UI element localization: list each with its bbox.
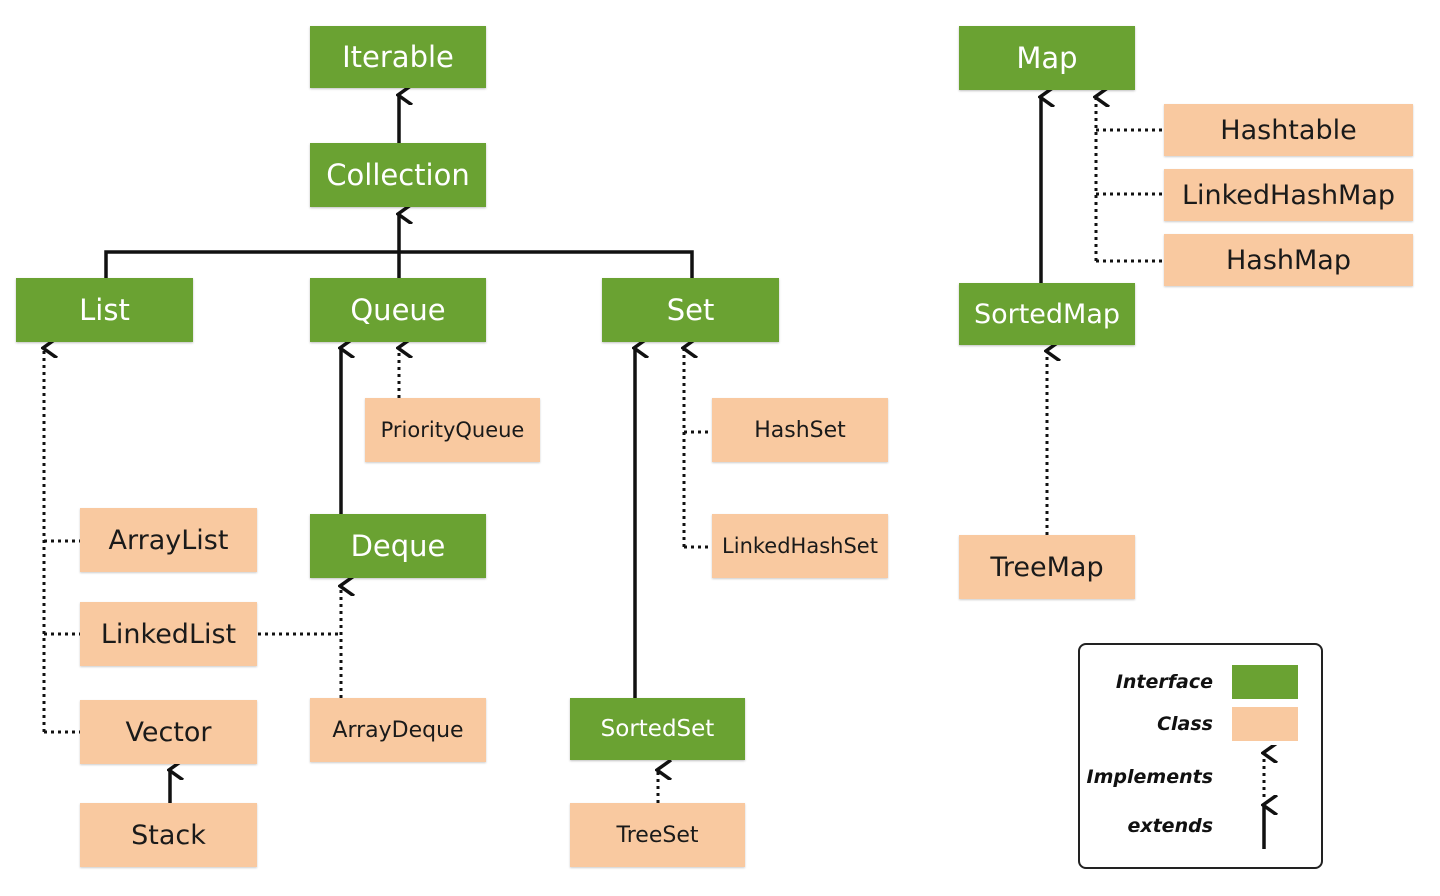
- legend-interface-swatch: [1232, 665, 1298, 699]
- arraylist-node: ArrayList: [80, 508, 257, 572]
- legend: Interface Class Implements extends: [1078, 643, 1323, 869]
- arraydeque-node: ArrayDeque: [310, 698, 486, 762]
- treeset-node: TreeSet: [570, 803, 745, 867]
- priorityqueue-node: PriorityQueue: [365, 398, 540, 462]
- sortedmap-node: SortedMap: [959, 283, 1135, 345]
- iterable-node: Iterable: [310, 26, 486, 88]
- collection-node: Collection: [310, 143, 486, 207]
- deque-node: Deque: [310, 514, 486, 578]
- sortedset-node: SortedSet: [570, 698, 745, 760]
- linkedlist-node: LinkedList: [80, 602, 257, 666]
- hashtable-node: Hashtable: [1164, 104, 1413, 156]
- stack-node: Stack: [80, 803, 257, 867]
- queue-node: Queue: [310, 278, 486, 342]
- legend-extends-label: extends: [1127, 815, 1213, 837]
- legend-implements-label: Implements: [1086, 766, 1213, 788]
- linkedhashmap-node: LinkedHashMap: [1164, 169, 1413, 221]
- legend-interface-label: Interface: [1115, 671, 1213, 693]
- legend-class-label: Class: [1157, 713, 1213, 735]
- map-node: Map: [959, 26, 1135, 90]
- hashmap-node: HashMap: [1164, 234, 1413, 286]
- legend-arrows: [1240, 745, 1290, 849]
- set-node: Set: [602, 278, 779, 342]
- legend-class-swatch: [1232, 707, 1298, 741]
- treemap-node: TreeMap: [959, 535, 1135, 599]
- linkedhashset-node: LinkedHashSet: [712, 514, 888, 578]
- hashset-node: HashSet: [712, 398, 888, 462]
- vector-node: Vector: [80, 700, 257, 764]
- list-node: List: [16, 278, 193, 342]
